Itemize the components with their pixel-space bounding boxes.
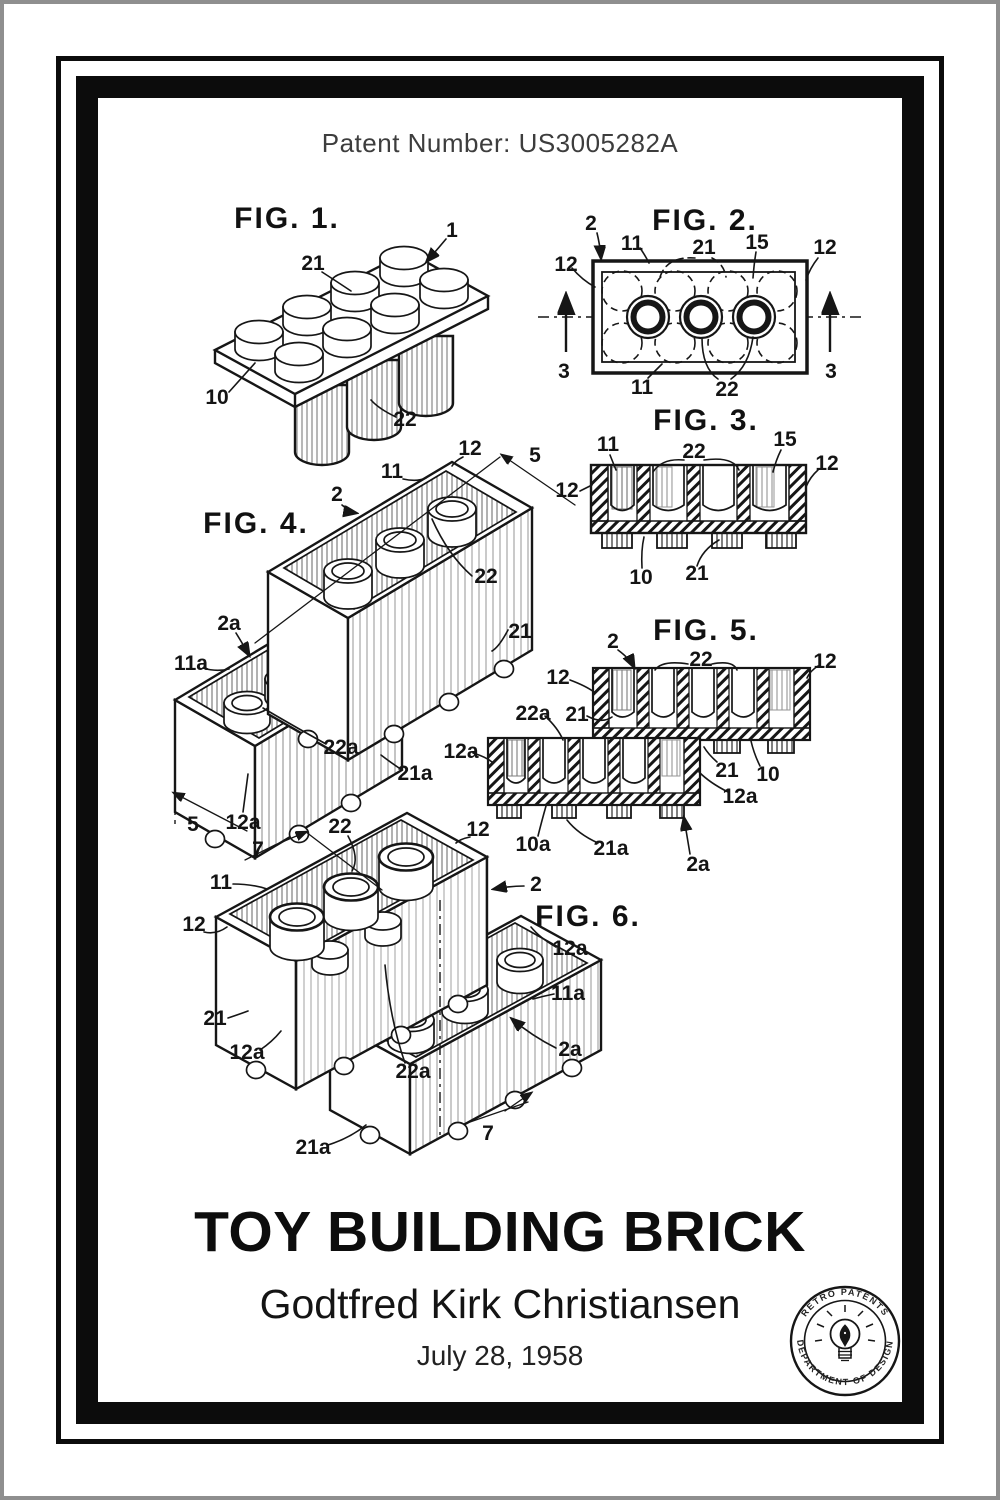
- fig6-callout-21: 21: [203, 1007, 227, 1030]
- fig5-callout-10a: 10a: [515, 833, 550, 856]
- fig2-callout-12-right: 12: [813, 236, 836, 259]
- fig2-callout-21: 21: [692, 236, 716, 259]
- fig4-upper-tubes: [323, 496, 477, 610]
- fig2-callout-15: 15: [745, 231, 769, 254]
- fig4-callout-5-top: 5: [529, 444, 541, 467]
- fig2-callout-12-left: 12: [554, 253, 577, 276]
- fig3-callout-11: 11: [597, 433, 620, 456]
- fig6-callout-22: 22: [328, 815, 351, 838]
- fig4-callout-2a: 2a: [217, 612, 241, 635]
- fig6-label: FIG. 6.: [535, 900, 641, 933]
- fig3-callout-12-right: 12: [815, 452, 838, 475]
- fig4-callout-21a: 21a: [397, 762, 432, 785]
- fig2-stud-outlines: [601, 270, 798, 364]
- fig5-callout-12a-right: 12a: [722, 785, 757, 808]
- fig4-callout-22a: 22a: [323, 736, 358, 759]
- fig5-callout-10: 10: [756, 763, 779, 786]
- fig6-callout-21a: 21a: [295, 1136, 330, 1159]
- fig3-label: FIG. 3.: [653, 404, 759, 437]
- frame-thin-line: [56, 56, 944, 1444]
- figure-3: FIG. 3. 11 22 15 12 12 10 21: [555, 404, 838, 589]
- fig2-label: FIG. 2.: [652, 204, 758, 237]
- fig4-callout-2: 2: [331, 483, 343, 506]
- fig3-studs: [601, 532, 797, 549]
- retro-patents-seal: RETRO PATENTS DEPARTMENT OF DESIGN: [789, 1285, 901, 1397]
- fig1-studs: [234, 245, 469, 384]
- fig6-callout-12-left: 12: [182, 913, 205, 936]
- fig6-callout-11a: 11a: [551, 982, 585, 1005]
- fig3-tube-channels: [610, 465, 787, 512]
- frame-thick-border: [76, 76, 924, 1424]
- fig3-callout-10: 10: [629, 566, 652, 589]
- fig5-upper-brick: [591, 666, 812, 754]
- fig4-callout-5-bottom: 5: [187, 813, 199, 836]
- fig6-callout-12-top: 12: [466, 818, 489, 841]
- fig5-callout-12a-left: 12a: [443, 740, 478, 763]
- fig4-upper-brick: [265, 460, 535, 763]
- lightbulb-icon: [814, 1305, 876, 1362]
- figure-2: FIG. 2. 2 12 11 21 15 12 3 3 11 22: [538, 204, 862, 401]
- fig1-callout-10: 10: [205, 386, 228, 409]
- fig6-upper-brick: [213, 811, 490, 1140]
- inventor-name: Godtfred Kirk Christiansen: [259, 1281, 741, 1327]
- fig6-callout-2: 2: [530, 873, 542, 896]
- fig6-callout-7-top: 7: [252, 838, 264, 861]
- figure-5: FIG. 5. 2 22 12 12 22a 21 12a 21 10 12a …: [443, 614, 836, 876]
- fig2-callout-3-right: 3: [825, 360, 837, 383]
- fig4-callout-11: 11: [381, 460, 404, 483]
- fig5-lower-brick: [486, 736, 702, 819]
- fig5-callout-21a: 21a: [593, 837, 628, 860]
- fig5-callout-22: 22: [689, 648, 712, 671]
- fig5-callout-12-right: 12: [813, 650, 836, 673]
- fig5-label: FIG. 5.: [653, 614, 759, 647]
- fig6-callout-7-bottom: 7: [482, 1122, 494, 1145]
- fig4-callout-11a: 11a: [174, 652, 208, 675]
- fig5-callout-2: 2: [607, 630, 619, 653]
- figure-1: FIG. 1. 1 21 10 22: [205, 202, 491, 467]
- fig5-callout-21-right: 21: [715, 759, 739, 782]
- fig6-upper-tubes: [268, 842, 435, 962]
- fig6-callout-11: 11: [210, 871, 233, 894]
- fig1-callout-1: 1: [446, 219, 458, 242]
- fig6-callout-12a-right: 12a: [552, 937, 587, 960]
- fig2-callout-3-left: 3: [558, 360, 570, 383]
- fig3-callout-22: 22: [682, 440, 705, 463]
- fig3-callout-21: 21: [685, 562, 709, 585]
- fig5-callout-21-left: 21: [565, 703, 589, 726]
- fig1-callout-22: 22: [393, 408, 416, 431]
- fig5-callout-22a: 22a: [515, 702, 550, 725]
- fig6-callout-12a-left: 12a: [229, 1041, 264, 1064]
- fig2-callout-11-top: 11: [621, 232, 644, 255]
- fig4-callout-12: 12: [458, 437, 481, 460]
- patent-number: Patent Number: US3005282A: [321, 128, 679, 158]
- fig2-callout-22: 22: [715, 378, 738, 401]
- fig5-callout-2a: 2a: [686, 853, 710, 876]
- fig3-callout-12-left: 12: [555, 479, 578, 502]
- patent-date: July 28, 1958: [416, 1340, 584, 1371]
- fig5-callout-12-left: 12: [546, 666, 569, 689]
- fig4-callout-12a: 12a: [225, 811, 260, 834]
- fig6-callout-2a: 2a: [558, 1038, 582, 1061]
- fig6-callout-22a: 22a: [395, 1060, 430, 1083]
- figure-4: FIG. 4. 11 12 5 2 22 21 2a 11a 22a 21a 1…: [174, 437, 576, 861]
- fig2-tubes: [625, 294, 777, 340]
- fig2-callout-11-bottom: 11: [631, 376, 654, 399]
- fig2-callout-2: 2: [585, 212, 597, 235]
- patent-title: TOY BUILDING BRICK: [194, 1200, 806, 1264]
- fig4-callout-22: 22: [474, 565, 497, 588]
- fig4-label: FIG. 4.: [203, 507, 309, 540]
- fig1-label: FIG. 1.: [234, 202, 340, 235]
- figure-6: FIG. 6. 7 22 12 11 12 2 12a 11a 21 12a 2…: [182, 811, 641, 1159]
- fig3-callout-15: 15: [773, 428, 797, 451]
- fig4-callout-21: 21: [508, 620, 532, 643]
- fig1-callout-21: 21: [301, 252, 325, 275]
